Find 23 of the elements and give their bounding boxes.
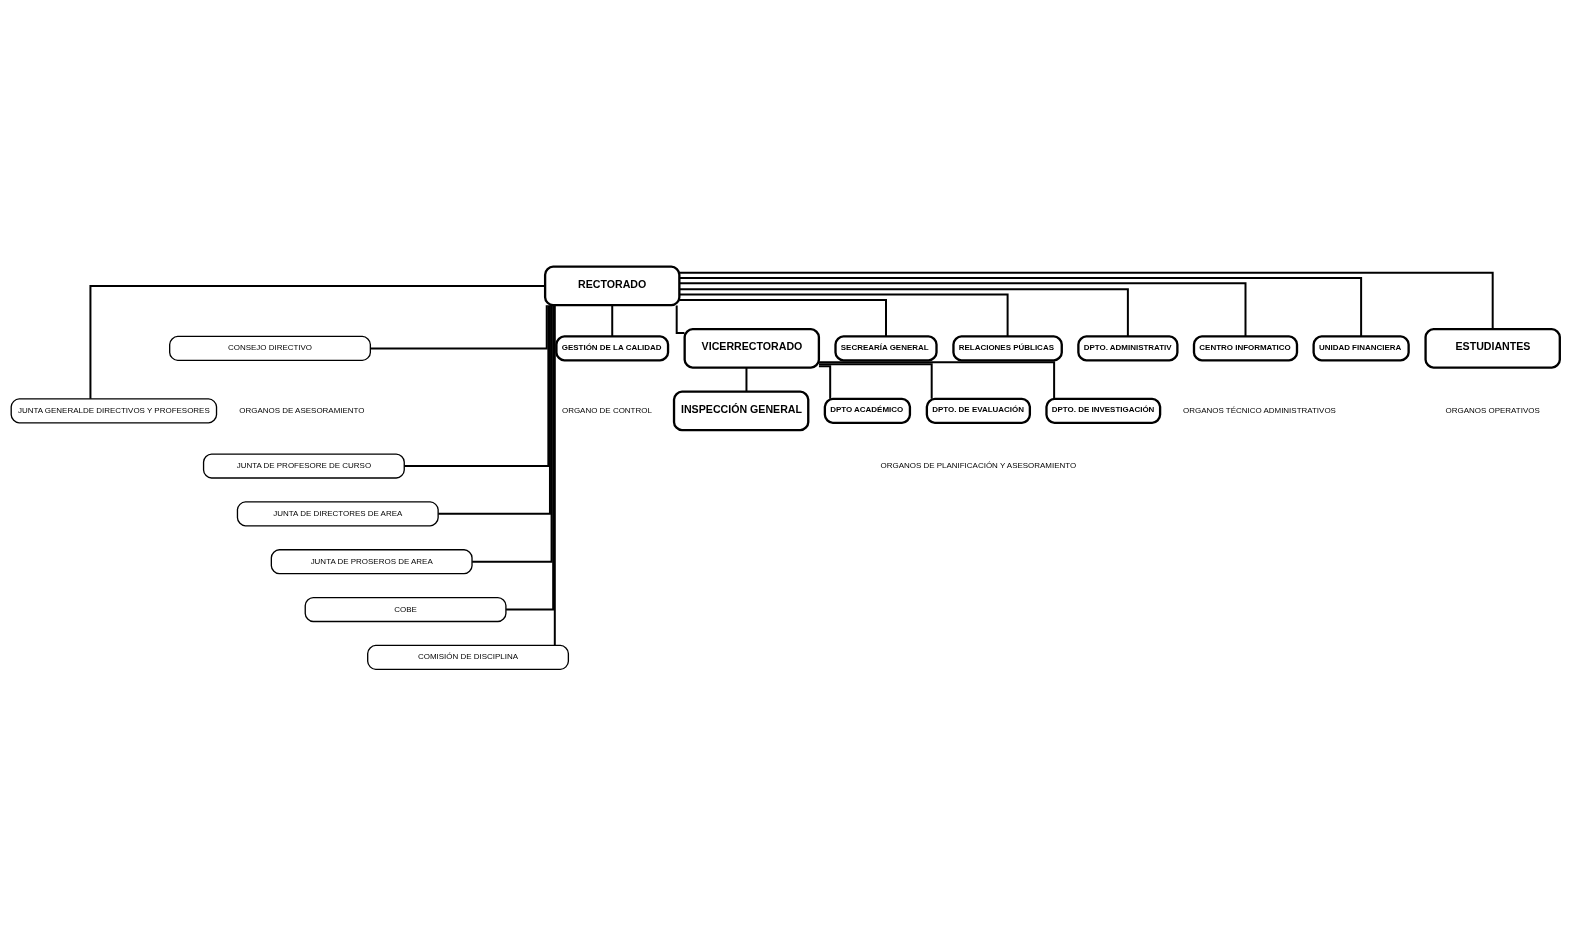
connector xyxy=(471,304,553,563)
connector xyxy=(818,361,1056,400)
connector xyxy=(678,298,887,338)
connector xyxy=(818,363,933,400)
connector xyxy=(611,304,614,338)
node-box: ESTUDIANTES xyxy=(1424,327,1561,369)
connector xyxy=(817,365,832,400)
connector xyxy=(678,288,1129,338)
connector xyxy=(403,304,550,467)
connector xyxy=(678,293,1009,338)
connector xyxy=(675,304,686,335)
connector xyxy=(678,276,1363,338)
connector xyxy=(437,304,551,515)
connector xyxy=(369,304,548,350)
connector xyxy=(678,282,1247,338)
node-box: INSPECCIÓN GENERAL xyxy=(672,390,810,432)
connector xyxy=(505,304,555,611)
connector xyxy=(89,284,547,400)
connector xyxy=(745,366,748,393)
node-box: RECTORADO xyxy=(543,265,681,307)
connector xyxy=(678,271,1494,331)
node-box: VICERRECTORADO xyxy=(683,327,821,369)
connector xyxy=(553,304,556,647)
